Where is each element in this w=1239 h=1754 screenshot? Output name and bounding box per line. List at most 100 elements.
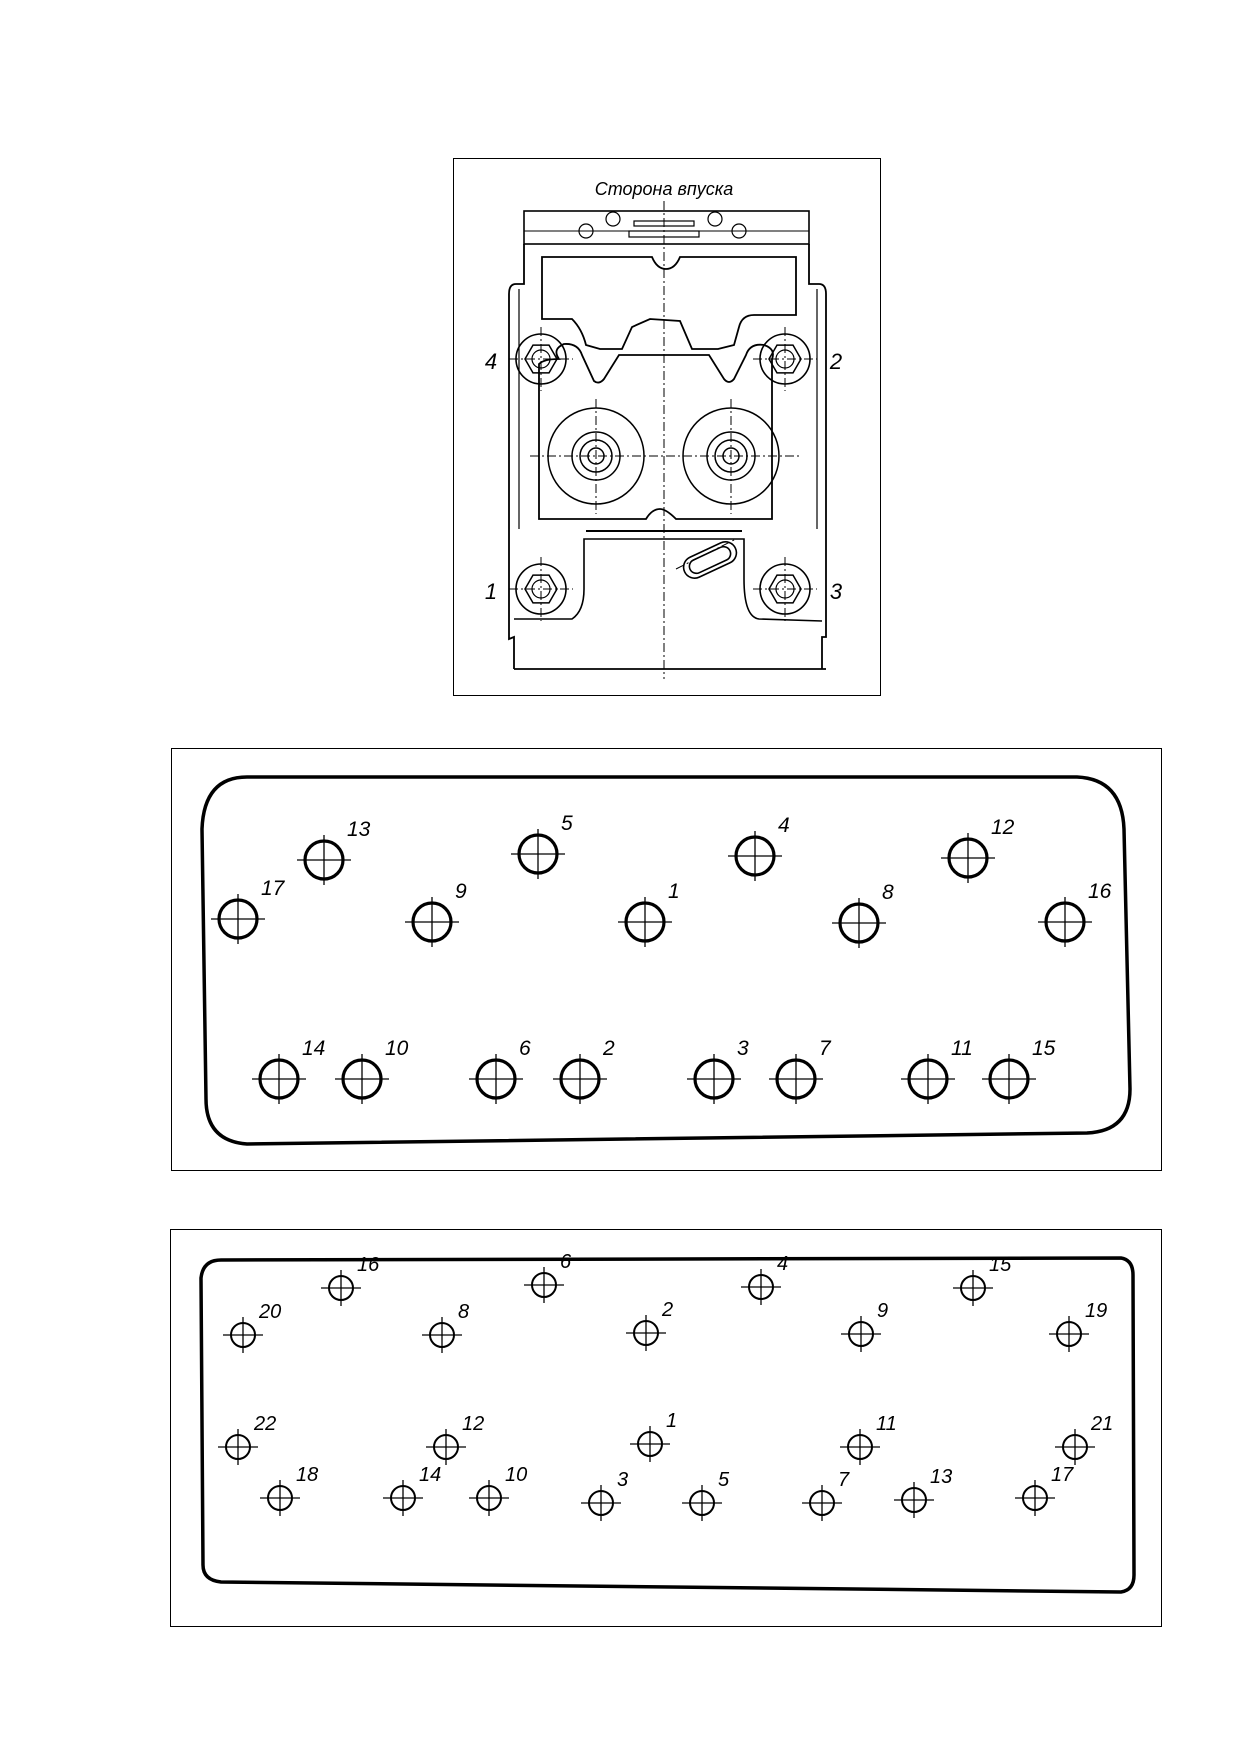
head-bolt-1: 1 [485, 557, 573, 621]
bolt-hole-22-label: 22 [253, 1413, 276, 1435]
head-bolt-label: 1 [485, 579, 497, 604]
bolt-hole-17-16: 16 [1038, 880, 1112, 947]
bolt-hole-22-label: 19 [1085, 1300, 1107, 1322]
bolt-hole-17-12: 12 [941, 816, 1015, 883]
cylinder-head-drawing: Сторона впуска [485, 179, 843, 679]
bolt-hole-22-label: 5 [718, 1469, 730, 1491]
cylinder-head-panel: Сторона впуска [453, 158, 881, 696]
bolt-hole-22-21: 21 [1055, 1413, 1113, 1465]
bolt-hole-22-label: 9 [877, 1300, 888, 1322]
bolt-hole-22-6: 6 [524, 1251, 572, 1303]
bolt-hole-22-4: 4 [741, 1253, 788, 1305]
bolt-hole-17-label: 4 [778, 814, 790, 837]
bolt-hole-17-4: 4 [728, 814, 790, 881]
bolt-hole-22-label: 15 [989, 1254, 1012, 1276]
upper-jacket-window [541, 256, 797, 350]
bolt-hole-17-13: 13 [297, 818, 371, 885]
intake-side-caption: Сторона впуска [595, 179, 734, 199]
bolt-hole-22-19: 19 [1049, 1300, 1107, 1352]
bolt-hole-22-16: 16 [321, 1254, 380, 1306]
bolt-hole-17-label: 9 [455, 880, 467, 903]
head-bolt-label: 4 [485, 349, 497, 374]
bolt-hole-22-18: 18 [260, 1464, 318, 1516]
bolt-hole-22-label: 6 [560, 1251, 572, 1273]
bolt-hole-17-6: 6 [469, 1037, 531, 1104]
bolt-hole-17-label: 6 [519, 1037, 531, 1060]
bolt-hole-17-2: 2 [553, 1037, 615, 1104]
bolt-hole-22-13: 13 [894, 1466, 952, 1518]
bolt-hole-22-label: 4 [777, 1253, 788, 1275]
bolt-hole-22-2: 2 [626, 1299, 673, 1351]
bolt-hole-17-17: 17 [211, 877, 286, 944]
bolt-hole-22-label: 17 [1051, 1464, 1074, 1486]
central-gallery [538, 343, 774, 520]
bolt-hole-17-label: 10 [385, 1037, 409, 1060]
bolt-hole-17-label: 7 [819, 1037, 832, 1060]
bolt-hole-22-label: 13 [930, 1466, 952, 1488]
bolt-hole-17-label: 8 [882, 881, 894, 904]
bolt-hole-17-label: 14 [302, 1037, 325, 1060]
head-bolt-4: 4 [485, 327, 573, 391]
bolt-hole-22-label: 20 [258, 1301, 281, 1323]
bolt-hole-22-14: 14 [383, 1464, 441, 1516]
bolt-hole-22-label: 10 [505, 1464, 527, 1486]
bolt-hole-17-label: 15 [1032, 1037, 1056, 1060]
bolt-hole-22-11: 11 [840, 1413, 897, 1465]
bolt-hole-22-label: 12 [462, 1413, 484, 1435]
bolt-hole-17-14: 14 [252, 1037, 325, 1104]
bolt-hole-22-label: 11 [876, 1413, 897, 1435]
head-bolt-label: 3 [830, 579, 843, 604]
bolt-hole-22-label: 2 [661, 1299, 673, 1321]
bolt-hole-17-label: 13 [347, 818, 371, 841]
bolt-hole-17-label: 2 [602, 1037, 615, 1060]
bolt-hole-22-label: 14 [419, 1464, 441, 1486]
bolt-hole-22-12: 12 [426, 1413, 484, 1465]
bolt-hole-17-10: 10 [335, 1037, 409, 1104]
head-body-outline [508, 244, 827, 670]
bolt-hole-22-label: 21 [1090, 1413, 1113, 1435]
bolt-hole-22-17: 17 [1015, 1464, 1074, 1516]
bolt-hole-17-label: 12 [991, 816, 1015, 839]
bolt-hole-17-1: 1 [618, 880, 680, 947]
bolt-hole-22-label: 8 [458, 1301, 469, 1323]
bolt-hole-22-1: 1 [630, 1410, 677, 1462]
bolt-hole-22-5: 5 [682, 1469, 730, 1521]
bolt-hole-17-11: 11 [901, 1037, 973, 1104]
bolt-hole-22-label: 16 [357, 1254, 380, 1276]
head-bolt-3: 3 [753, 557, 843, 621]
bolt-hole-22-15: 15 [953, 1254, 1012, 1306]
bolt-hole-17-9: 9 [405, 880, 467, 947]
bolt-hole-17-5: 5 [511, 812, 573, 879]
bolt-hole-17-label: 16 [1088, 880, 1112, 903]
bolt-hole-22-label: 18 [296, 1464, 318, 1486]
inspection-slot [682, 541, 738, 579]
bolt-hole-22-22: 22 [218, 1413, 276, 1465]
centre-lines [530, 201, 799, 679]
bolt-hole-22-8: 8 [422, 1301, 469, 1353]
bolt-hole-22-label: 7 [838, 1469, 850, 1491]
bolt-hole-17-label: 11 [951, 1037, 973, 1060]
bolt-hole-17-15: 15 [982, 1037, 1056, 1104]
lower-cavity [514, 538, 823, 622]
bolt-hole-22-20: 20 [223, 1301, 281, 1353]
bolt-hole-17-label: 1 [668, 880, 680, 903]
bolt-hole-17-label: 3 [737, 1037, 749, 1060]
bolt-hole-17-label: 17 [261, 877, 286, 900]
bolt-hole-22-9: 9 [841, 1300, 888, 1352]
bolt-hole-22-7: 7 [802, 1469, 850, 1521]
head-outline-22 [199, 1256, 1136, 1594]
bolt-hole-17-7: 7 [769, 1037, 832, 1104]
bolt-hole-17-label: 5 [561, 812, 573, 835]
bolt-hole-22-10: 10 [469, 1464, 527, 1516]
bolt-hole-22-label: 3 [617, 1469, 628, 1491]
bolt-hole-17-8: 8 [832, 881, 894, 948]
bolt-hole-22-3: 3 [581, 1469, 628, 1521]
head-bolt-2: 2 [753, 327, 842, 391]
intake-flange [523, 210, 810, 245]
head-outline-17 [200, 775, 1132, 1146]
head-bolt-label: 2 [829, 349, 842, 374]
